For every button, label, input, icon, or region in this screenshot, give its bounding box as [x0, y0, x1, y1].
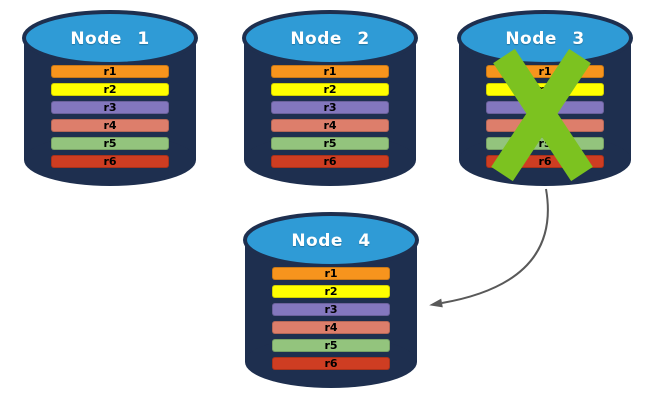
node-3: Node 3 r1 r2 r3 r4 r5 r6 [457, 8, 633, 190]
node-2: Node 2 r1 r2 r3 r4 r5 r6 [242, 8, 418, 190]
node-title: Node 4 [291, 231, 371, 251]
record-label: r1 [324, 267, 338, 280]
record-stack: r1 r2 r3 r4 r5 r6 [272, 267, 390, 375]
record-bar-r3: r3 [271, 101, 389, 114]
record-label: r1 [103, 65, 117, 78]
record-bar-r6: r6 [271, 155, 389, 168]
record-label: r3 [103, 101, 117, 114]
record-label: r1 [323, 65, 337, 78]
node-title: Node 2 [290, 29, 370, 49]
record-bar-r4: r4 [272, 321, 390, 334]
record-bar-r3: r3 [272, 303, 390, 316]
record-bar-r1: r1 [271, 65, 389, 78]
record-bar-r5: r5 [271, 137, 389, 150]
record-label: r6 [323, 155, 337, 168]
record-bar-r5: r5 [51, 137, 169, 150]
record-stack: r1 r2 r3 r4 r5 r6 [271, 65, 389, 173]
record-label: r6 [103, 155, 117, 168]
record-bar-r4: r4 [51, 119, 169, 132]
record-label: r5 [323, 137, 337, 150]
record-bar-r6: r6 [51, 155, 169, 168]
record-label: r6 [324, 357, 338, 370]
record-label: r2 [323, 83, 337, 96]
record-bar-r2: r2 [51, 83, 169, 96]
record-bar-r4: r4 [271, 119, 389, 132]
record-label: r2 [324, 285, 338, 298]
record-label: r4 [323, 119, 337, 132]
node-4: Node 4 r1 r2 r3 r4 r5 r6 [243, 210, 419, 392]
record-bar-r2: r2 [272, 285, 390, 298]
failure-x-icon [491, 48, 593, 182]
record-label: r5 [324, 339, 338, 352]
record-stack: r1 r2 r3 r4 r5 r6 [51, 65, 169, 173]
record-label: r4 [103, 119, 117, 132]
record-label: r3 [323, 101, 337, 114]
record-label: r5 [103, 137, 117, 150]
record-label: r4 [324, 321, 338, 334]
record-label: r1 [538, 65, 552, 78]
record-bar-r1: r1 [272, 267, 390, 280]
node-title: Node 1 [70, 29, 150, 49]
record-bar-r2: r2 [271, 83, 389, 96]
record-label: r3 [324, 303, 338, 316]
record-bar-r3: r3 [51, 101, 169, 114]
node-1: Node 1 r1 r2 r3 r4 r5 r6 [22, 8, 198, 190]
record-bar-r1: r1 [51, 65, 169, 78]
record-bar-r5: r5 [272, 339, 390, 352]
record-bar-r6: r6 [272, 357, 390, 370]
record-label: r6 [538, 155, 552, 168]
node-title: Node 3 [505, 29, 585, 49]
record-label: r2 [103, 83, 117, 96]
